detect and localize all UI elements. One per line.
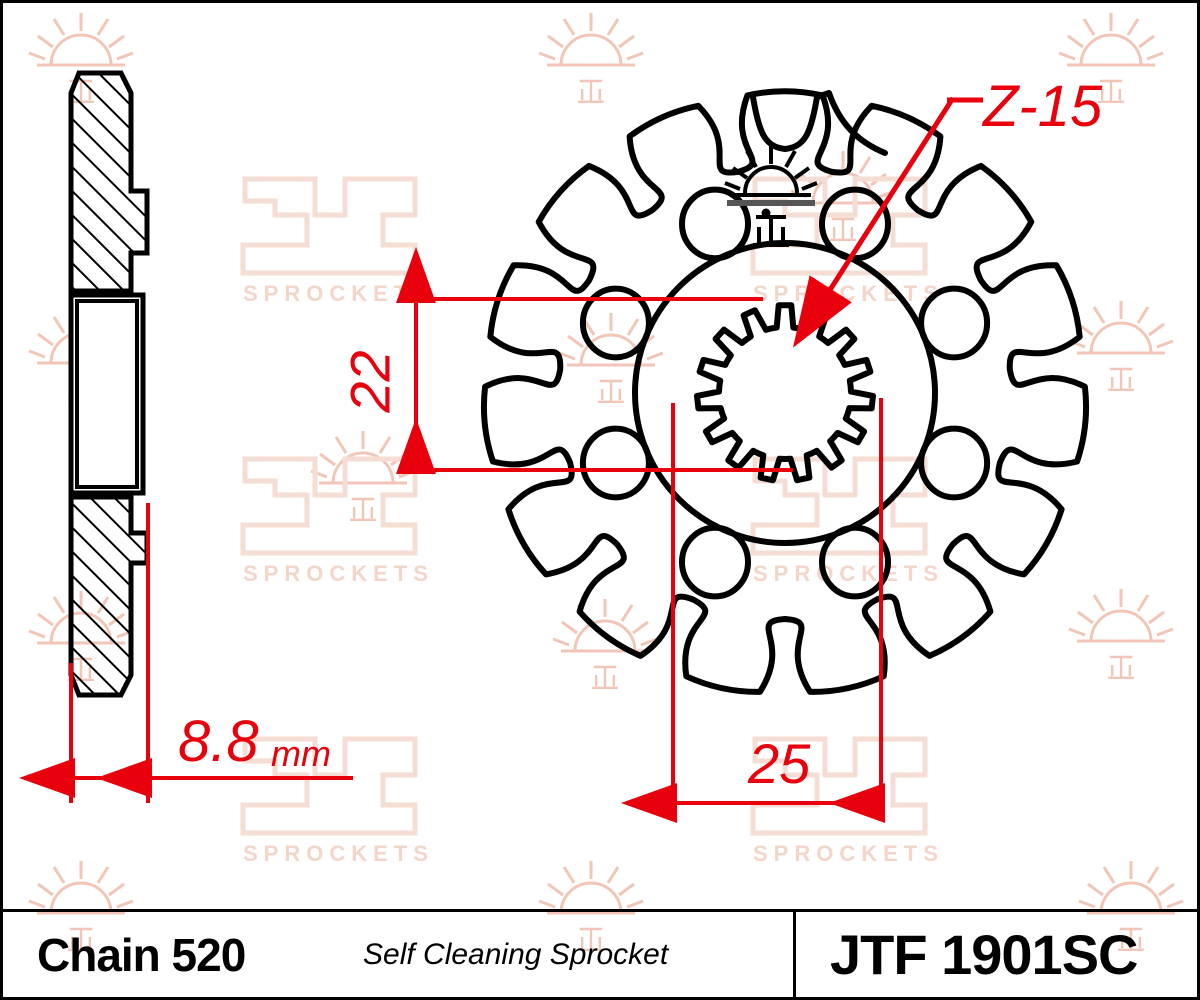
spline-callout-label: Z-15 [983, 74, 1103, 139]
bore-width-dimension [621, 398, 885, 823]
chain-spec: Chain 520 [37, 912, 246, 997]
sprocket-teeth [750, 90, 888, 156]
part-code: JTF 1901SC [793, 912, 1138, 997]
lightening-hole [579, 285, 652, 361]
spline-bore [694, 302, 876, 484]
kanji-mark [753, 208, 789, 247]
tagline: Self Cleaning Sprocket [363, 912, 668, 997]
lightening-hole [918, 285, 991, 361]
engineering-drawing [19, 70, 1090, 823]
tooth-outline [480, 88, 1090, 695]
part-code-label: JTF 1901SC [830, 923, 1138, 986]
tagline-label: Self Cleaning Sprocket [363, 937, 669, 971]
sunrise-icon [724, 145, 818, 247]
lightening-hole [918, 425, 991, 501]
hub-circle [632, 240, 938, 546]
side-section-view [68, 70, 150, 698]
bore-width-label: 25 [748, 732, 811, 795]
sprocket-face-view [480, 88, 1090, 695]
thickness-label: 8.8 [178, 709, 259, 774]
lightening-hole [819, 186, 891, 262]
bore-height-label: 22 [338, 350, 402, 413]
lightening-hole [679, 524, 751, 600]
lightening-hole [679, 186, 751, 262]
lightening-hole [579, 425, 652, 501]
bore-height-dimension [396, 247, 793, 474]
title-block: Chain 520 Self Cleaning Sprocket JTF 190… [3, 909, 1197, 997]
thickness-unit-label: mm [271, 733, 331, 774]
thickness-dimension [19, 503, 353, 803]
lightening-holes [579, 186, 991, 600]
lightening-hole [819, 524, 891, 600]
spline-callout-leader [792, 96, 983, 348]
chain-label: Chain 520 [37, 928, 246, 981]
